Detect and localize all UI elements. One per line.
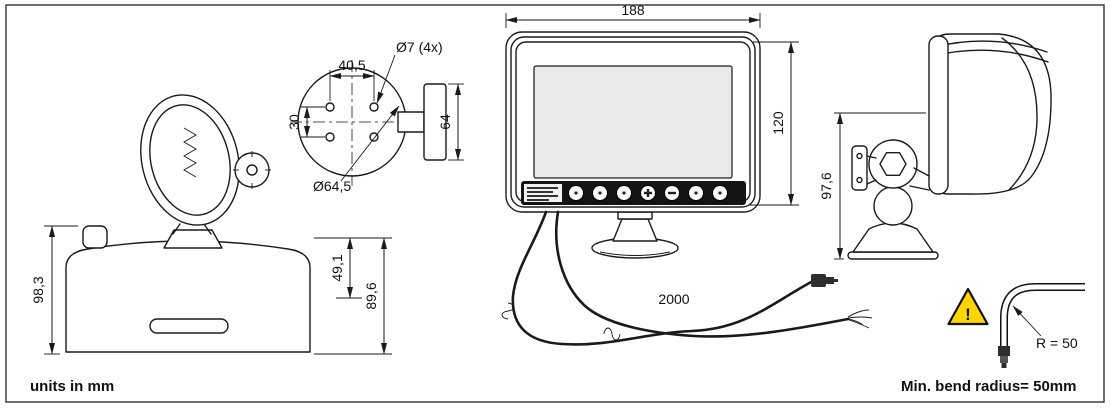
dim-total-height: 98,3 [30,276,46,303]
bend-radius-detail: ! R = 50 [947,283,1085,368]
monitor-bezel-side [928,35,949,195]
units-note: units in mm [30,378,114,395]
dim-mount-height: 97,6 [818,172,834,199]
label-hole-diameter: Ø7 (4x) [396,39,443,55]
monitor-body-side [931,33,1052,195]
ball-joint-lower [873,186,913,226]
ball-joint-upper [868,139,918,189]
adjust-knob [234,152,270,188]
stand-hinge [617,211,653,220]
dim-base-height: 89,6 [363,282,379,309]
mount-bracket [851,145,868,191]
cable-break-mark [501,302,515,320]
connector-cable [511,210,815,346]
base-knob [82,225,108,249]
bracket-stem [397,111,425,133]
bare-wire-ends [847,309,873,329]
cable-break-mark [603,327,621,341]
dim-monitor-width: 188 [621,2,645,18]
min-bend-radius-note: Min. bend radius= 50mm [901,378,1076,395]
bent-cable-core [1001,284,1085,346]
front-view-monitor: 188 120 [505,2,799,259]
monitor-screen [533,65,733,179]
label-plate-diameter: Ø64,5 [313,178,351,194]
warning-exclamation: ! [965,305,971,324]
cable-connector [811,274,838,287]
warning-icon [947,287,989,326]
hex-nut [879,151,907,177]
button-glyphs [574,189,722,197]
dim-hole-spacing-height: 30 [286,114,302,130]
drawing-border [5,4,1105,403]
cables: 2000 [501,210,873,346]
mount-baseplate [847,251,939,260]
label-bend-radius: R = 50 [1036,335,1078,351]
bare-wire-cable [554,210,850,338]
bracket-plate [423,83,447,161]
mount-foot [852,222,934,253]
side-view-monitor-on-base: 98,3 49,1 89,6 [30,94,392,355]
dim-bracket-height: 64 [437,114,453,130]
dim-cable-length: 2000 [658,291,689,307]
dim-monitor-height: 120 [770,111,786,135]
side-view-monitor-on-mount: 97,6 [818,33,1052,260]
base-slot [149,318,229,334]
bent-cable-connector [998,346,1010,368]
mounting-plate-detail: 40,5 30 Ø7 (4x) Ø64,5 64 [286,39,464,194]
stand-neck [612,218,658,242]
dim-hole-spacing-width: 40,5 [338,57,365,73]
dim-upper-height: 49,1 [329,254,345,281]
